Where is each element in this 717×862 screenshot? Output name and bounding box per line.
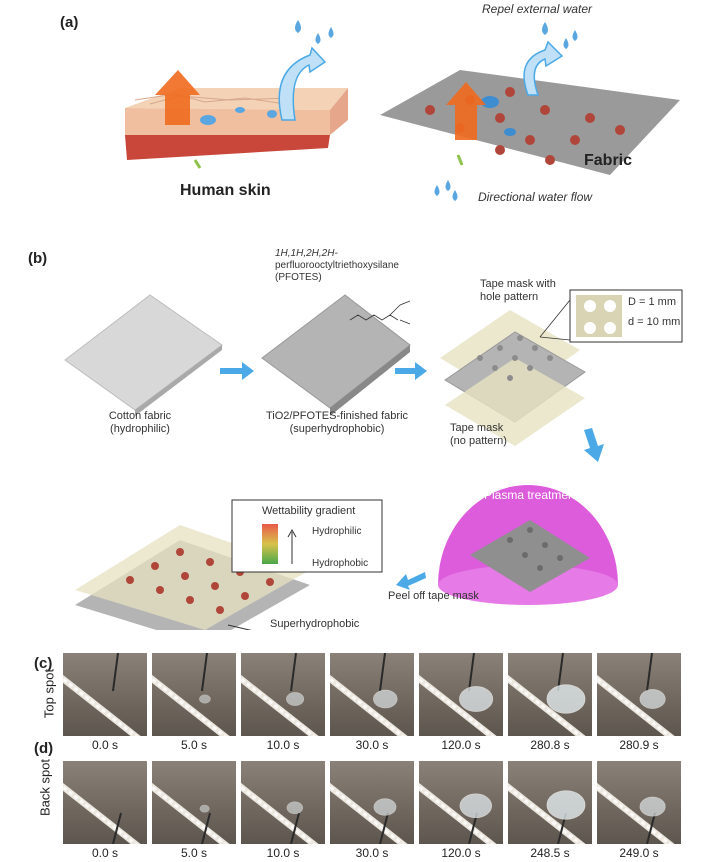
panel-b-illustration <box>64 289 683 630</box>
pfotes-line2: perfluorooctyltriethoxysilane <box>275 260 399 271</box>
hydrophilic-label: Hydrophilic <box>312 526 362 537</box>
gradient-title: Wettability gradient <box>262 505 356 517</box>
fabric-label: Fabric <box>584 152 633 169</box>
human-skin-label: Human skin <box>180 182 271 199</box>
panel_c-time-label-0: 0.0 s <box>91 738 118 752</box>
panel_c-time-label-3: 30.0 s <box>355 738 389 752</box>
panel_c-time-label-2: 10.0 s <box>266 738 300 752</box>
panel_d-photo-4 <box>419 761 503 844</box>
pfotes-line3: (PFOTES) <box>275 272 322 283</box>
dim-d-label: d = 10 mm <box>628 316 681 328</box>
tio2-label-2: (superhydrophobic) <box>289 423 385 435</box>
panel_d-time-label-1: 5.0 s <box>180 846 207 860</box>
cotton-label-1: Cotton fabric <box>108 410 172 422</box>
panel_c-time-label-4: 120.0 s <box>441 738 481 752</box>
top-spot-label: Top spot <box>41 668 57 719</box>
mask-plain-label-2: (no pattern) <box>450 435 507 447</box>
back-spot-label: Back spot <box>37 758 53 817</box>
panel_d-photo-2 <box>241 761 325 844</box>
panel-b-label: (b) <box>28 250 48 267</box>
panel_d-time-label-5: 248.5 s <box>530 846 570 860</box>
mask-hole-label-2: hole pattern <box>480 291 539 303</box>
panel_d-time-label-0: 0.0 s <box>91 846 118 860</box>
repel-water-text: Repel external water <box>482 2 593 16</box>
panel_d-time-label-4: 120.0 s <box>441 846 481 860</box>
panel_d-photo-6 <box>597 761 681 844</box>
pfotes-line1: 1H,1H,2H,2H- <box>275 248 338 259</box>
panel_c-photo-4 <box>419 653 503 736</box>
panel_c-time-label-6: 280.9 s <box>619 738 659 752</box>
tio2-label-1: TiO2/PFOTES-finished fabric <box>265 410 409 422</box>
panel_d-time-label-6: 249.0 s <box>619 846 659 860</box>
panel_d-photo-3 <box>330 761 414 844</box>
panel_d-time-label-3: 30.0 s <box>355 846 389 860</box>
panel_d-photo-1 <box>152 761 236 844</box>
panel_c-photo-1 <box>152 653 236 736</box>
panel_c-photo-6 <box>597 653 681 736</box>
panel-c-label: (c) <box>34 655 53 672</box>
superhydrophobic-label: Superhydrophobic <box>270 618 360 630</box>
dim-D-label: D = 1 mm <box>628 296 676 308</box>
panel_c-photo-3 <box>330 653 414 736</box>
panel_d-time-label-2: 10.0 s <box>266 846 300 860</box>
panel_c-photo-0 <box>63 653 147 736</box>
directional-flow-text: Directional water flow <box>478 190 593 204</box>
plasma-label: Plasma treatment <box>484 488 579 502</box>
panel_c-photo-2 <box>241 653 325 736</box>
panel_c-time-label-1: 5.0 s <box>180 738 207 752</box>
panel_c-photo-5 <box>508 653 592 736</box>
mask-hole-label-1: Tape mask with <box>480 278 556 290</box>
panel_c-time-label-5: 280.8 s <box>530 738 570 752</box>
panel-a-label: (a) <box>60 14 79 31</box>
hydrophobic-label: Hydrophobic <box>312 558 369 569</box>
cotton-label-2: (hydrophilic) <box>110 423 170 435</box>
panel-d-label: (d) <box>34 740 54 757</box>
panel_d-photo-0 <box>63 761 147 844</box>
panel-a-illustration <box>125 20 680 201</box>
peel-label: Peel off tape mask <box>388 590 479 602</box>
mask-plain-label-1: Tape mask <box>450 422 504 434</box>
panel_d-photo-5 <box>508 761 592 844</box>
